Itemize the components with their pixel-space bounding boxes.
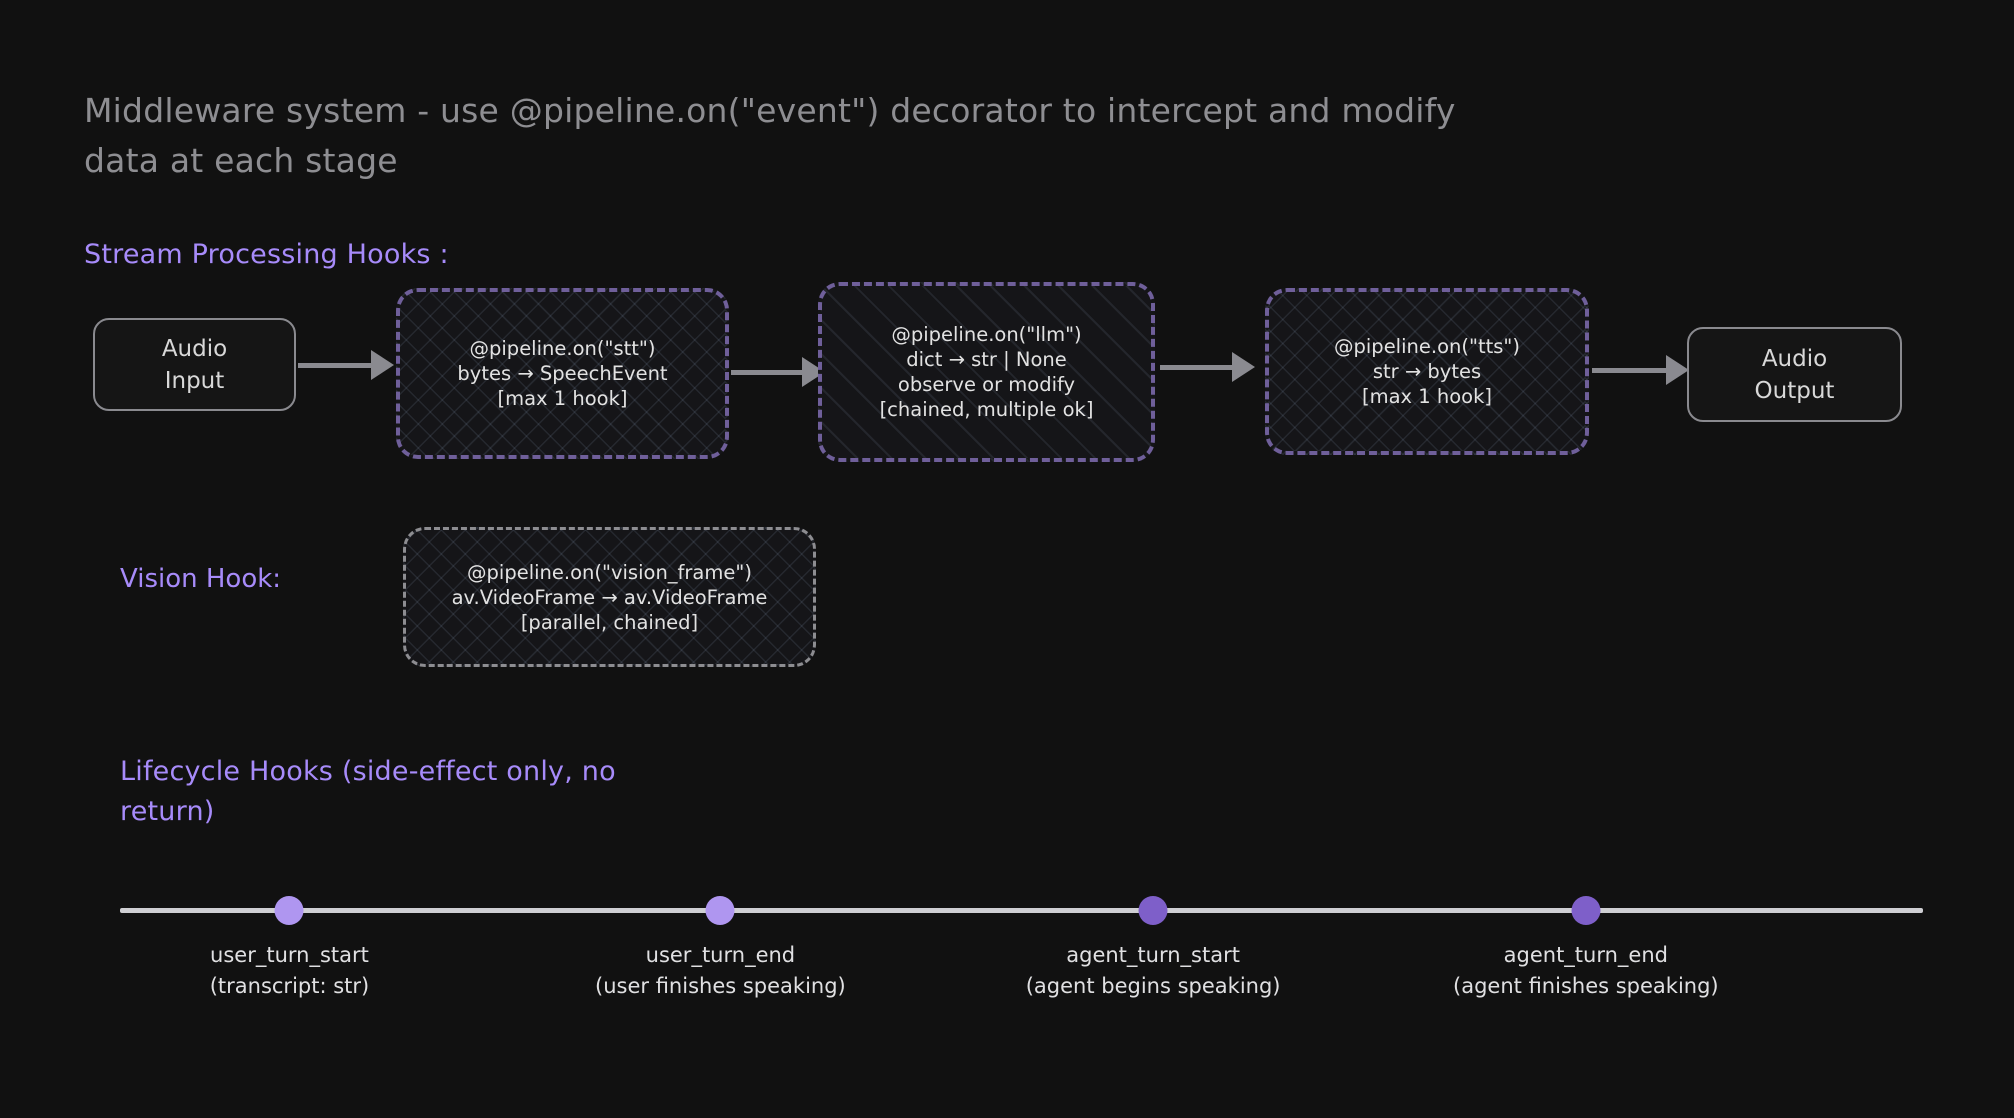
node-audio-output: Audio Output xyxy=(1687,327,1902,422)
vision-hook-label: Vision Hook: xyxy=(120,564,282,594)
arrow-shaft xyxy=(1592,367,1666,373)
arrow-tts-to-output xyxy=(1592,355,1689,385)
arrow-shaft xyxy=(731,369,802,375)
timeline-axis xyxy=(120,908,1923,913)
audio-output-line2: Output xyxy=(1754,377,1835,404)
timeline-dot-user-turn-start xyxy=(274,896,304,925)
timeline-event-detail: (agent finishes speaking) xyxy=(1453,974,1719,998)
timeline-dot-agent-turn-end xyxy=(1571,896,1601,925)
node-hook-llm: @pipeline.on("llm") dict → str | None ob… xyxy=(818,282,1155,462)
node-hook-vision-frame: @pipeline.on("vision_frame") av.VideoFra… xyxy=(403,527,816,667)
audio-input-line1: Audio xyxy=(161,335,228,362)
hook-vision-note: [parallel, chained] xyxy=(520,610,699,634)
hook-tts-decorator: @pipeline.on("tts") xyxy=(1334,335,1520,358)
audio-output-line1: Audio xyxy=(1761,345,1828,372)
timeline-event-detail: (transcript: str) xyxy=(209,974,370,998)
timeline-label-user-turn-end: user_turn_end (user finishes speaking) xyxy=(595,940,846,1002)
hook-tts-signature: str → bytes xyxy=(1372,360,1482,383)
arrow-llm-to-tts xyxy=(1160,352,1255,382)
hook-vision-signature: av.VideoFrame → av.VideoFrame xyxy=(451,585,768,609)
hook-llm-note: [chained, multiple ok] xyxy=(879,398,1094,421)
lifecycle-hooks-heading: Lifecycle Hooks (side-effect only, no re… xyxy=(120,756,616,827)
timeline-event-name: agent_turn_start xyxy=(1066,943,1240,967)
hook-vision-decorator: @pipeline.on("vision_frame") xyxy=(467,560,752,584)
node-hook-stt: @pipeline.on("stt") bytes → SpeechEvent … xyxy=(396,288,729,459)
hook-llm-behavior: observe or modify xyxy=(897,373,1076,396)
arrow-head xyxy=(1232,352,1255,382)
timeline-event-name: user_turn_end xyxy=(645,943,796,967)
hook-tts-note: [max 1 hook] xyxy=(1361,385,1493,408)
timeline-event-detail: (user finishes speaking) xyxy=(595,974,846,998)
timeline-label-agent-turn-end: agent_turn_end (agent finishes speaking) xyxy=(1453,940,1719,1002)
arrow-shaft xyxy=(298,362,371,368)
timeline-event-name: user_turn_start xyxy=(210,943,369,967)
timeline-event-name: agent_turn_end xyxy=(1503,943,1668,967)
arrow-stt-to-llm xyxy=(731,357,825,387)
node-hook-tts: @pipeline.on("tts") str → bytes [max 1 h… xyxy=(1265,288,1589,455)
hook-stt-decorator: @pipeline.on("stt") xyxy=(469,337,656,360)
node-audio-input: Audio Input xyxy=(93,318,296,411)
timeline-label-user-turn-start: user_turn_start (transcript: str) xyxy=(210,940,370,1002)
timeline-dot-agent-turn-start xyxy=(1138,896,1168,925)
stream-processing-hooks-heading: Stream Processing Hooks : xyxy=(84,239,449,270)
timeline-event-detail: (agent begins speaking) xyxy=(1025,974,1281,998)
hook-llm-signature: dict → str | None xyxy=(906,348,1067,371)
timeline-label-agent-turn-start: agent_turn_start (agent begins speaking) xyxy=(1026,940,1281,1002)
arrow-head xyxy=(371,350,394,380)
audio-input-line2: Input xyxy=(164,367,225,394)
page-title: Middleware system - use @pipeline.on("ev… xyxy=(84,91,1456,180)
hook-llm-decorator: @pipeline.on("llm") xyxy=(891,323,1082,346)
hook-stt-note: [max 1 hook] xyxy=(497,387,628,410)
timeline-dot-user-turn-end xyxy=(705,896,735,925)
hook-stt-signature: bytes → SpeechEvent xyxy=(457,362,668,385)
arrow-head xyxy=(1666,355,1689,385)
arrow-shaft xyxy=(1160,364,1232,370)
arrow-input-to-stt xyxy=(298,350,394,380)
